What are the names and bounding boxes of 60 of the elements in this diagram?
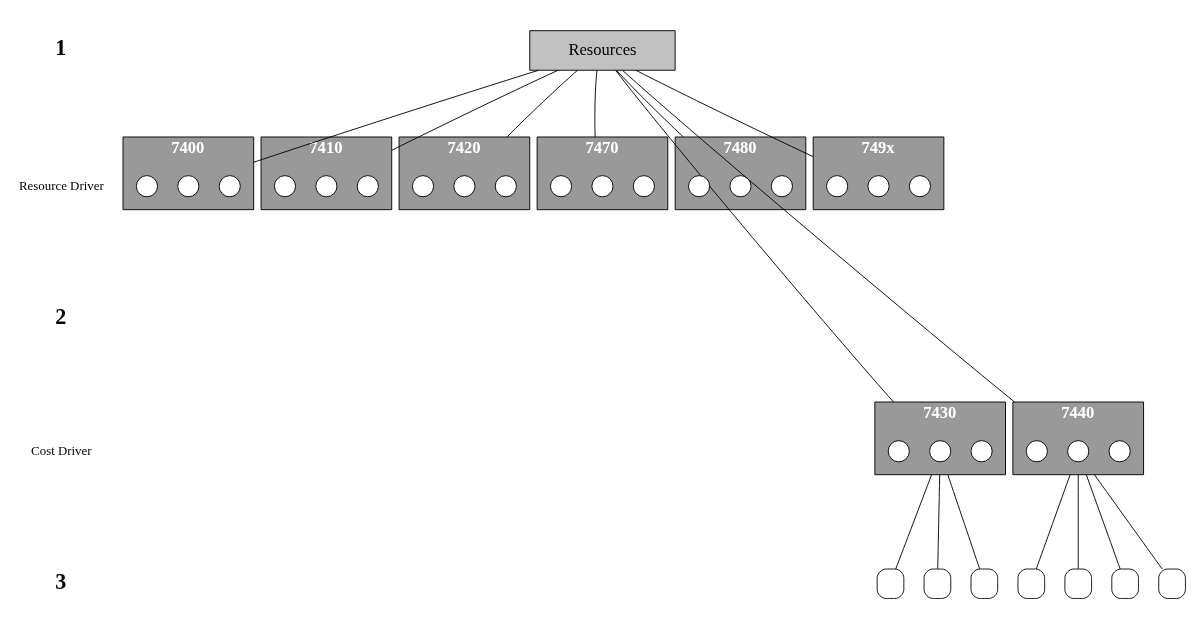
label: 3	[55, 568, 67, 594]
connector	[1093, 474, 1163, 570]
node-circle	[887, 440, 910, 463]
connector	[1085, 474, 1121, 570]
node-circle	[826, 175, 849, 198]
connector	[616, 69, 684, 138]
node-box	[923, 568, 952, 599]
node-box	[970, 568, 999, 599]
node-circle	[494, 175, 517, 198]
node-circle	[688, 175, 711, 198]
node-circle	[867, 175, 890, 198]
cluster: 749x	[812, 136, 945, 211]
connector	[947, 474, 981, 570]
connector	[506, 69, 578, 138]
node-circle	[177, 175, 200, 198]
connector	[391, 69, 559, 151]
connector	[615, 69, 894, 403]
node-circle	[273, 175, 296, 198]
connector	[1035, 474, 1071, 570]
cluster: 7430	[874, 401, 1006, 476]
node-circle	[356, 175, 379, 198]
node-circle	[453, 175, 476, 198]
connector	[622, 69, 1016, 403]
cluster: 7400	[122, 136, 255, 211]
connector	[594, 69, 598, 138]
label: 1	[55, 35, 67, 61]
node-circle	[315, 175, 338, 198]
node-box	[876, 568, 905, 599]
node-box	[1064, 568, 1093, 599]
cluster: 7470	[536, 136, 669, 211]
node-box: Resources	[529, 30, 676, 71]
node-circle	[632, 175, 655, 198]
label: Cost Driver	[31, 443, 92, 458]
node-circle	[1067, 440, 1090, 463]
connector	[635, 69, 814, 158]
node-circle	[411, 175, 435, 198]
node-circle	[770, 175, 793, 198]
node-circle	[135, 175, 158, 198]
label: Resource Driver	[18, 178, 104, 193]
node-circle	[218, 175, 241, 198]
cluster: 7440	[1012, 401, 1144, 476]
node-circle	[550, 175, 573, 198]
node-circle	[729, 175, 752, 198]
node-circle	[1108, 440, 1131, 463]
cluster: 7420	[398, 136, 531, 211]
connector	[937, 474, 941, 570]
cluster: 7480	[674, 136, 807, 211]
node-box	[1111, 568, 1139, 599]
node-circle	[908, 175, 931, 198]
label: 2	[55, 303, 67, 329]
node-circle	[591, 175, 614, 198]
node-circle	[929, 440, 952, 463]
connector	[895, 474, 933, 570]
connector	[1077, 474, 1079, 570]
node-box	[1017, 568, 1046, 599]
connector	[253, 69, 539, 163]
node-circle	[1025, 440, 1048, 463]
cluster: 7410	[260, 136, 393, 211]
node-circle	[970, 440, 993, 463]
node-box	[1158, 568, 1186, 599]
